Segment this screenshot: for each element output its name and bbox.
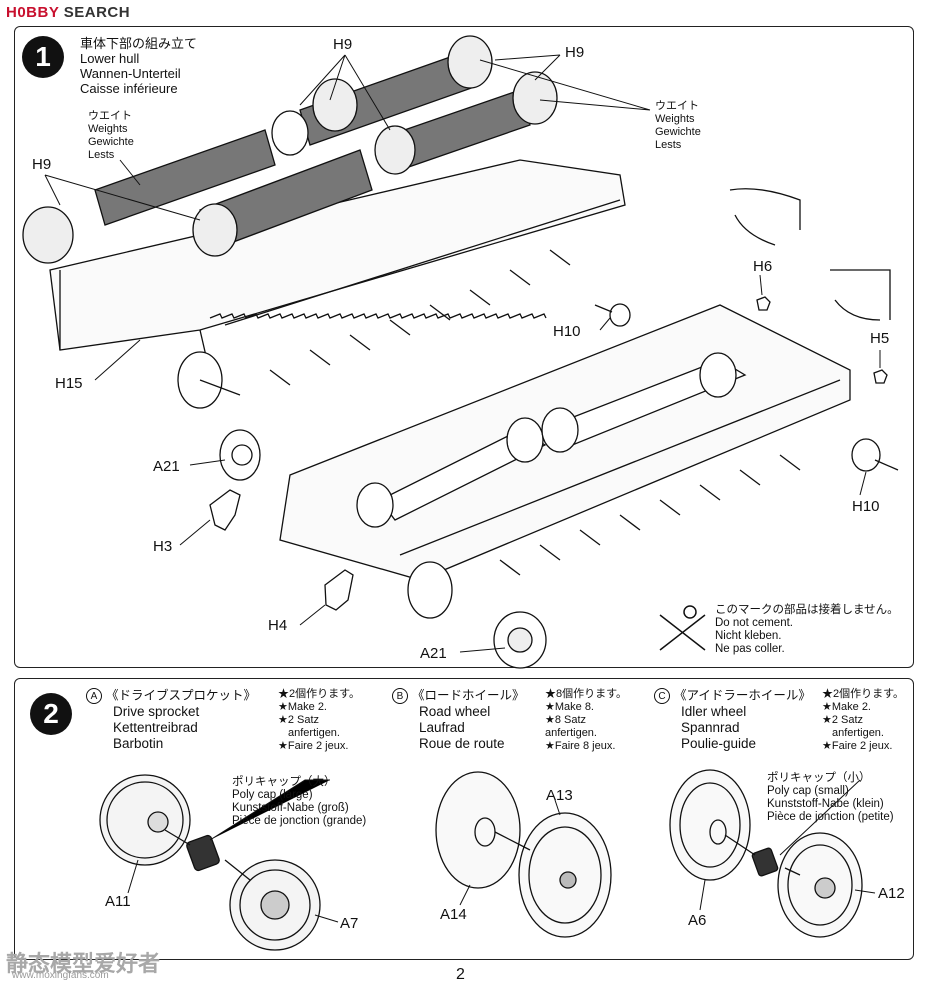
part-label-h4: H4 <box>268 617 288 634</box>
watermark: 静态模型爱好者 <box>6 952 161 977</box>
part-label-h3: H3 <box>153 538 173 555</box>
part-label-h10: H10 <box>553 323 581 340</box>
part-label-a13: A13 <box>546 787 573 804</box>
no-cement-mark <box>659 605 706 651</box>
page-number: 2 <box>456 966 465 983</box>
no-cement-note: このマークの部品は接着しません。 Do not cement. Nicht kl… <box>715 604 899 655</box>
part-label-a7: A7 <box>340 915 359 932</box>
step-1-title: 車体下部の組み立て Lower hull Wannen-Unterteil Ca… <box>80 36 198 96</box>
part-label-a6: A6 <box>688 912 707 929</box>
part-label-a21: A21 <box>153 458 180 475</box>
part-label-h9: H9 <box>333 36 353 53</box>
part-label-h6: H6 <box>753 258 773 275</box>
part-label-a12: A12 <box>878 885 905 902</box>
part-label-a21: A21 <box>420 645 447 662</box>
drive-sprocket-title: A《ドライブスプロケット》 Drive sprocket Kettentreib… <box>86 688 256 752</box>
idler-wheel-make: ★2個作ります。 ★Make 2. ★2 Satz anfertigen. ★F… <box>822 688 905 752</box>
part-label-h10: H10 <box>852 498 880 515</box>
step-2-number: 2 <box>30 693 72 735</box>
polycap-large-label: ポリキャップ（大） Poly cap (large) Kunststoff-Na… <box>232 776 367 827</box>
step-2-panel <box>14 678 914 960</box>
road-wheel-title: B《ロードホイール》 Road wheel Laufrad Roue de ro… <box>392 688 525 752</box>
part-label-h5: H5 <box>870 330 890 347</box>
part-label-h9: H9 <box>32 156 52 173</box>
part-label-h15: H15 <box>55 375 83 392</box>
weights-label-left: ウエイト Weights Gewichte Lests <box>88 110 134 161</box>
step-1-number: 1 <box>22 36 64 78</box>
road-wheel-make: ★8個作ります。 ★Make 8. ★8 Satz anfertigen. ★F… <box>545 688 628 752</box>
drive-sprocket-make: ★2個作ります。 ★Make 2. ★2 Satz anfertigen. ★F… <box>278 688 361 752</box>
site-logo: H0BBY SEARCH <box>6 4 131 21</box>
step-1-panel <box>14 26 914 668</box>
part-label-a11: A11 <box>105 893 131 910</box>
part-label-a14: A14 <box>440 906 467 923</box>
polycap-small-label: ポリキャップ（小） Poly cap (small) Kunststoff-Na… <box>767 772 894 823</box>
idler-wheel-title: C《アイドラーホイール》 Idler wheel Spannrad Poulie… <box>654 688 811 752</box>
part-label-h9: H9 <box>565 44 585 61</box>
weights-label-right: ウエイト Weights Gewichte Lests <box>655 100 701 151</box>
watermark-url: www.moxingfans.com <box>12 970 109 981</box>
